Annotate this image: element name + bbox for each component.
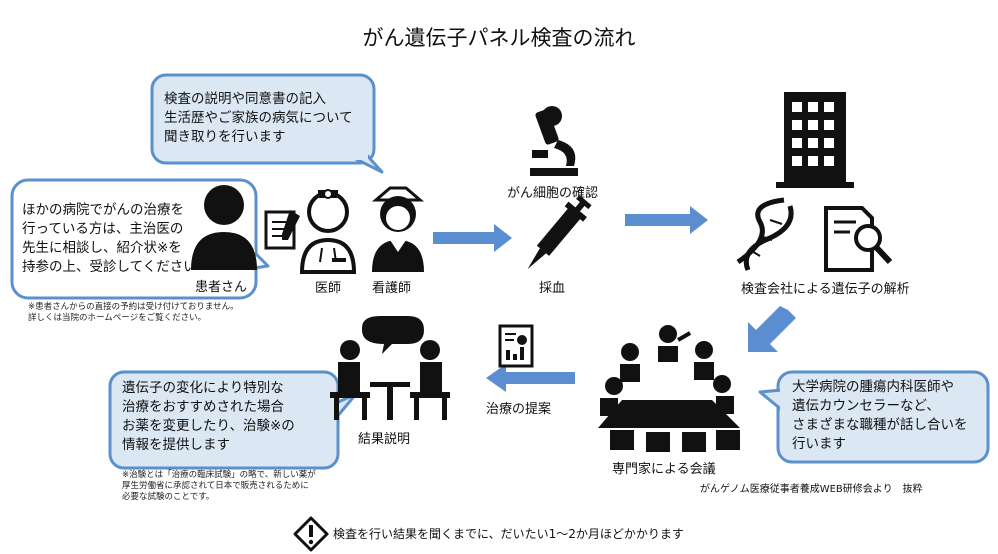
label-blood: 採血: [539, 281, 566, 296]
note-referral: ※患者さんからの直接の予約は受け付けておりません。 詳しくは当院のホームページを…: [28, 302, 239, 323]
page-title: がん遺伝子パネル検査の流れ: [362, 26, 636, 50]
arrow-to-blood: [433, 224, 512, 252]
doctor-icon: [299, 189, 357, 274]
microscope-icon: [530, 106, 578, 176]
nurse-icon: [371, 186, 425, 272]
clipboard-icon: [264, 210, 300, 250]
label-expert-meeting: 専門家による会議: [612, 462, 716, 477]
chart-document-icon: [498, 324, 534, 368]
bubble-meeting: [758, 370, 990, 464]
expert-meeting-icon: [598, 325, 740, 452]
dna-icon: [736, 197, 794, 271]
building-icon: [776, 92, 854, 188]
bubble-patient-text: ほかの病院でがんの治療を 行っている方は、主治医の 先生に相談し、紹介状※を 持…: [22, 202, 197, 275]
bubble-result-text: 遺伝子の変化により特別な 治療をおすすめされた場合 お薬を変更したり、治験※の …: [122, 380, 295, 453]
label-doctor: 医師: [315, 281, 342, 296]
bubble-explain: [150, 73, 384, 174]
bubble-explain-text: 検査の説明や同意書の記入 生活歴やご家族の病気について 聞き取りを行います: [164, 91, 353, 145]
arrow-to-analysis: [625, 206, 708, 234]
consultation-icon: [330, 316, 450, 420]
source-note: がんゲノム医療従事者養成WEB研修会より 抜粋: [700, 484, 923, 495]
document-search-icon: [824, 206, 893, 272]
bubble-meeting-text: 大学病院の腫瘍内科医師や 遺伝カウンセラーなど、 さまざまな職種が話し合いを 行…: [792, 379, 968, 452]
patient-icon: [191, 185, 257, 270]
label-cancer-cell: がん細胞の確認: [507, 186, 599, 201]
flow-arrows: [433, 206, 796, 392]
label-result-explanation: 結果説明: [358, 432, 411, 447]
label-nurse: 看護師: [372, 281, 412, 296]
arrow-to-proposal: [486, 364, 575, 392]
syringe-icon: [527, 195, 592, 270]
arrow-to-meeting: [748, 306, 796, 352]
label-treatment-proposal: 治療の提案: [486, 402, 552, 417]
warning-icon: [293, 516, 329, 552]
note-trial: ※治験とは「治療の臨床試験」の略で、新しい薬が 厚生労働省に承認されて日本で販売…: [122, 470, 316, 502]
label-patient: 患者さん: [195, 280, 248, 295]
label-analysis: 検査会社による遺伝子の解析: [741, 282, 910, 297]
duration-note: 検査を行い結果を聞くまでに、だいたい1～2か月ほどかかります: [333, 527, 684, 541]
